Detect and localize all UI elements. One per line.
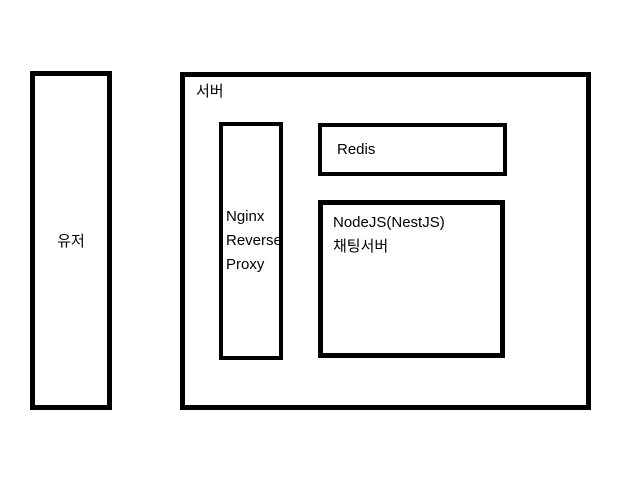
nodejs-label-line-2: 채팅서버 [333, 238, 389, 255]
nginx-reverse-proxy-node: Nginx Reverse Proxy [219, 122, 283, 360]
nginx-label-line-2: Reverse [226, 232, 282, 249]
server-group-label: 서버 [196, 83, 224, 100]
user-node-label: 유저 [57, 233, 85, 250]
server-group-node: 서버 Nginx Reverse Proxy Redis NodeJS(Nest… [180, 72, 591, 410]
nginx-label-line-1: Nginx [226, 208, 265, 225]
user-node: 유저 [30, 71, 112, 410]
nginx-label-line-3: Proxy [226, 256, 265, 273]
redis-node-label: Redis [337, 141, 376, 158]
nodejs-label-line-1: NodeJS(NestJS) [333, 214, 445, 231]
nodejs-chat-server-node: NodeJS(NestJS) 채팅서버 [318, 200, 505, 358]
redis-node: Redis [318, 123, 507, 176]
